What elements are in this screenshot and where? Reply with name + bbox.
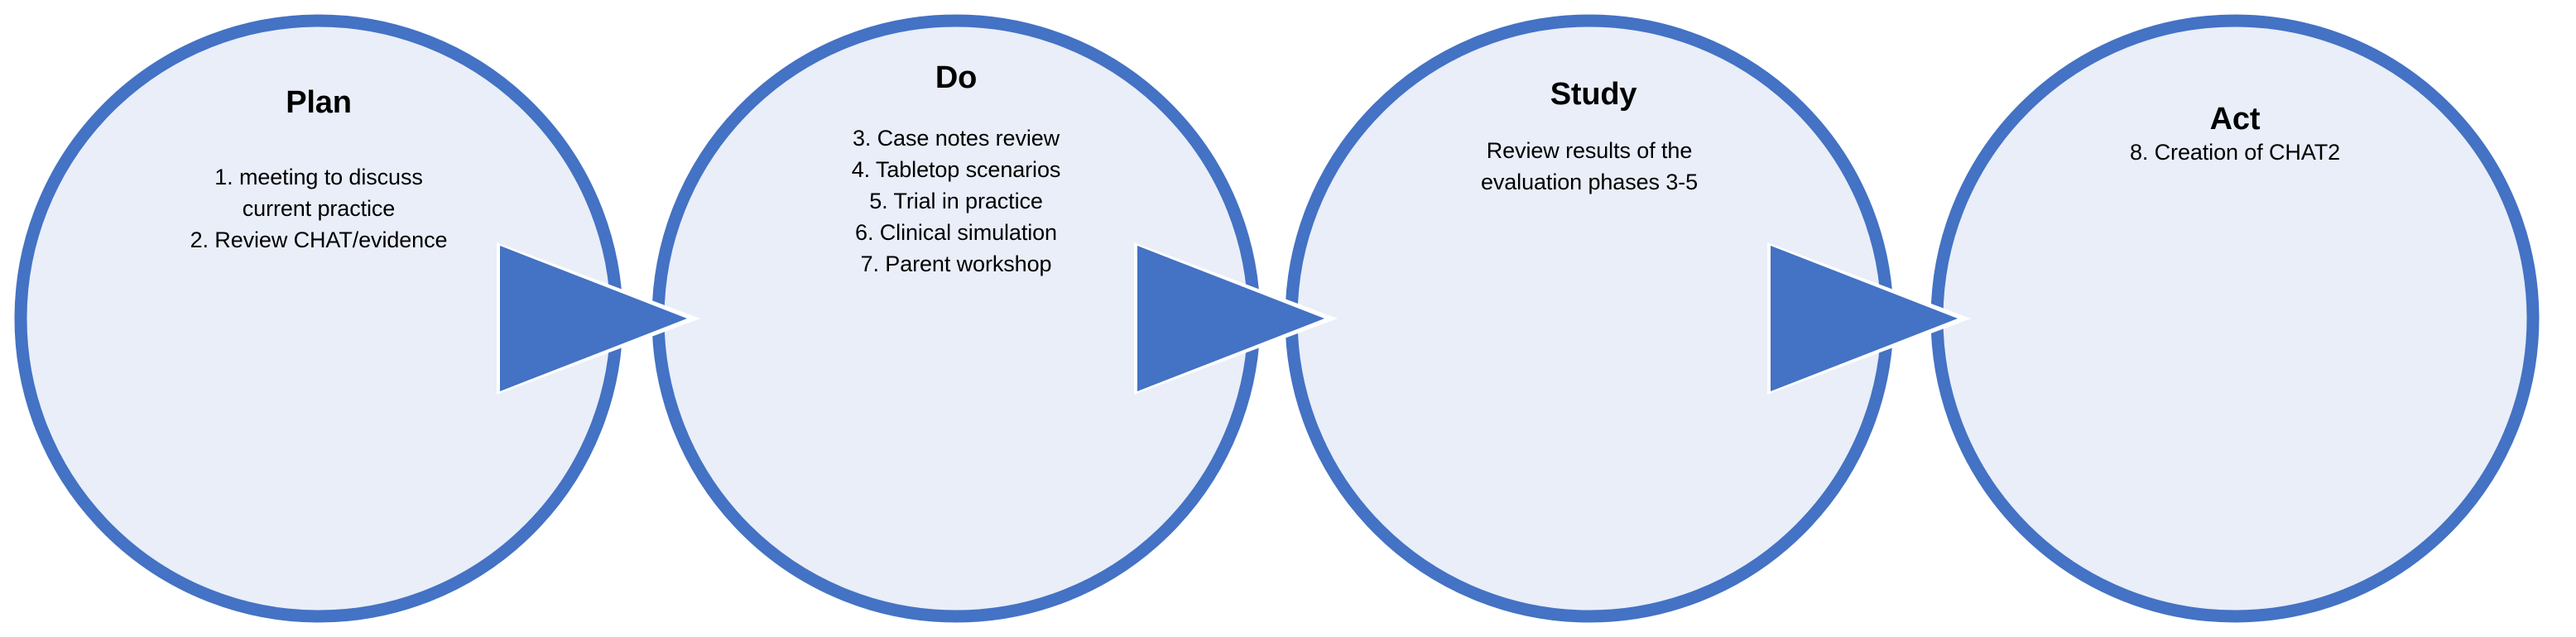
arrow-plan-to-do-tip	[500, 246, 687, 391]
arrow-study-to-act-tip	[1771, 246, 1958, 391]
arrow-do-to-study-tip	[1137, 246, 1324, 391]
stage-circle-act[interactable]	[1930, 14, 2540, 623]
arrow-tip-group	[497, 242, 1971, 395]
